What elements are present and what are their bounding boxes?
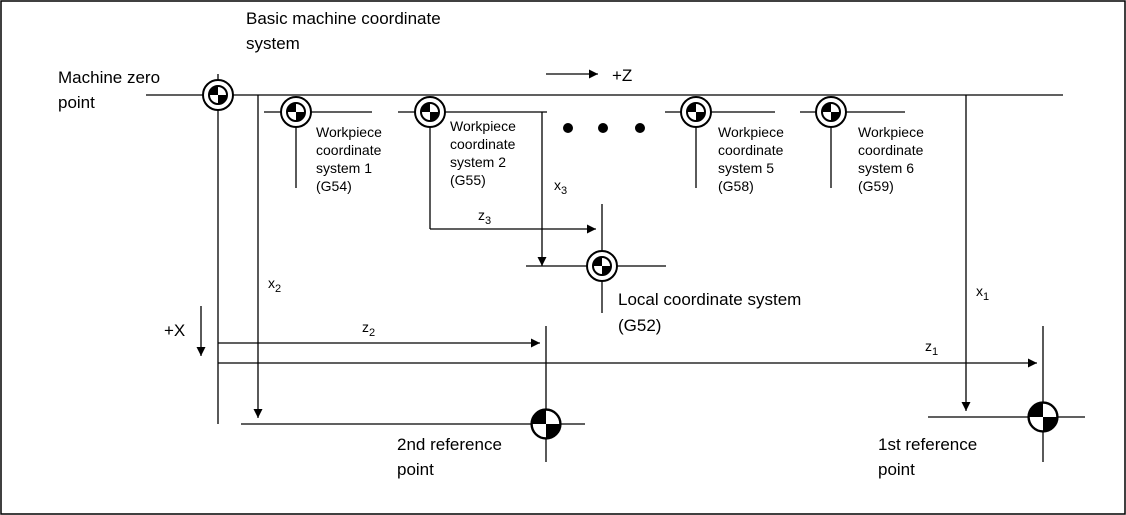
machine-zero-label: Machine zero point	[58, 68, 165, 112]
ellipsis-dot	[598, 123, 608, 133]
ellipsis-dot	[635, 123, 645, 133]
plus-z-label: +Z	[612, 66, 632, 85]
wcs1-origin-symbol	[280, 96, 312, 128]
wcs6-origin-symbol	[815, 96, 847, 128]
ref2-point-symbol	[530, 408, 562, 440]
basic-system-label: Basic machine coordinate system	[246, 9, 445, 53]
local-system-label: Local coordinate system (G52)	[618, 290, 806, 335]
x1-label: x1	[976, 283, 989, 303]
z1-label: z1	[925, 338, 938, 358]
plus-x-label: +X	[164, 321, 185, 340]
wcs5-label: Workpiece coordinate system 5 (G58)	[718, 124, 788, 194]
ref1-label: 1st reference point	[878, 435, 982, 479]
wcs2-label: Workpiece coordinate system 2 (G55)	[450, 118, 520, 188]
wcs2-origin-symbol	[414, 96, 446, 128]
wcs5-origin-symbol	[680, 96, 712, 128]
wcs1-label: Workpiece coordinate system 1 (G54)	[316, 124, 386, 194]
ref2-label: 2nd reference point	[397, 435, 507, 479]
x2-label: x2	[268, 275, 281, 295]
local-origin-symbol	[586, 250, 618, 282]
ellipsis-dot	[563, 123, 573, 133]
wcs6-label: Workpiece coordinate system 6 (G59)	[858, 124, 928, 194]
z3-label: z3	[478, 207, 491, 227]
z2-label: z2	[362, 319, 375, 339]
ref1-point-symbol	[1027, 401, 1059, 433]
x3-label: x3	[554, 177, 567, 197]
machine-zero-symbol	[202, 79, 234, 111]
